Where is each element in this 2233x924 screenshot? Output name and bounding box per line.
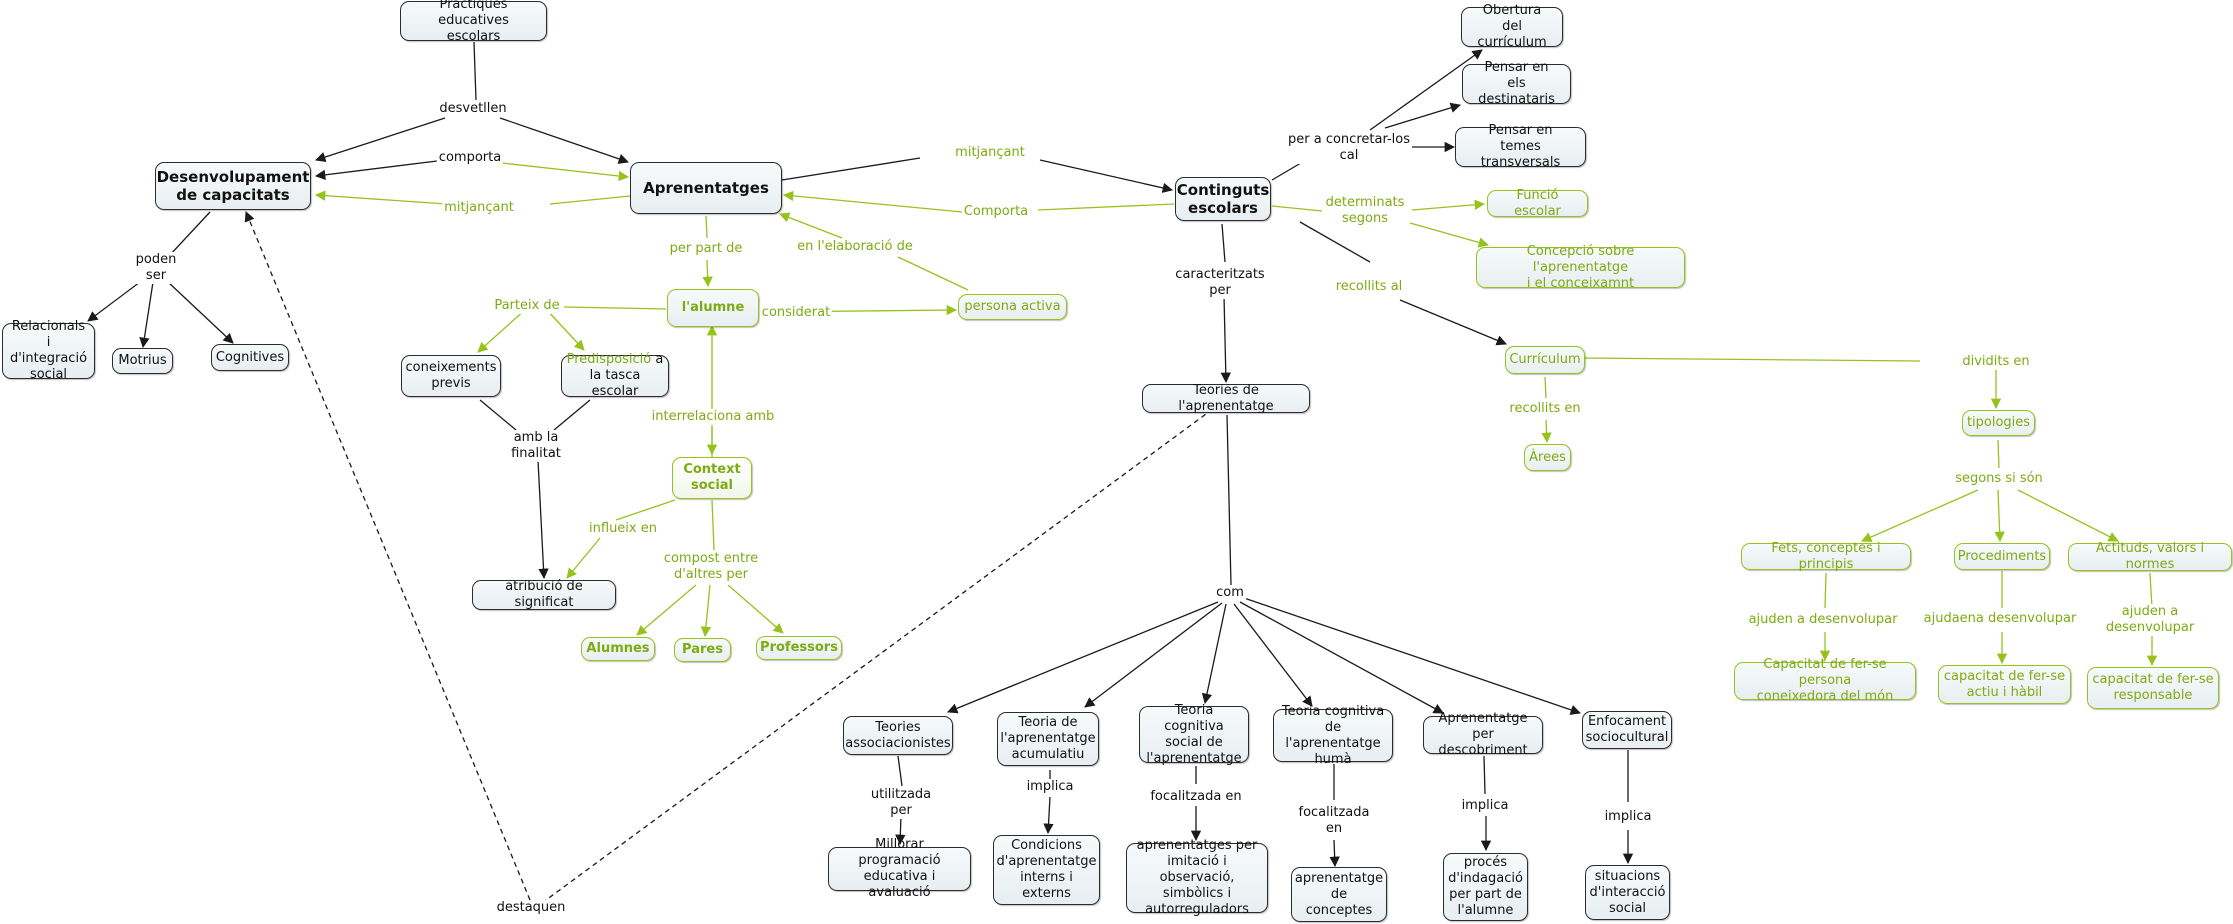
label-determinats-segons: determinats segons: [1323, 195, 1407, 227]
label-dividits-en: dividits en: [1960, 354, 2032, 370]
label-implica-3: implica: [1602, 809, 1654, 825]
node-procediments[interactable]: Procediments: [1954, 543, 2050, 570]
label-recollits-en: recollits en: [1507, 401, 1583, 417]
predisposicio-rest: a la tasca escolar: [589, 352, 664, 399]
node-practiques-educatives[interactable]: Pràctiques educatives escolars: [400, 0, 547, 44]
node-situacions-interaccio[interactable]: situacions d'interacció social: [1585, 865, 1670, 920]
label-ajuden-2: ajuden a desenvolupar: [2103, 604, 2197, 636]
node-pensar-temes-transversals[interactable]: Pensar en temes transversals: [1455, 123, 1586, 170]
node-capacitat-actiu[interactable]: capacitat de fer-se actiu i hàbil: [1938, 665, 2071, 704]
label-focalitzada-en-2: focalitzada en: [1296, 805, 1372, 837]
node-aprenentatges-imitacio[interactable]: aprenentatges per imitació i observació,…: [1126, 838, 1268, 917]
node-teories-associacionistes[interactable]: Teories associacionistes: [843, 716, 953, 755]
label-utilitzada-per: utilitzada per: [868, 787, 934, 819]
label-caracteritzats-per: caracteritzats per: [1173, 267, 1267, 299]
label-comporta-green: Comporta: [961, 204, 1031, 220]
node-obertura-curriculum[interactable]: Obertura del currículum: [1461, 3, 1563, 50]
node-aprenentatge-conceptes[interactable]: aprenentatge de conceptes: [1291, 867, 1387, 922]
predisposicio-word: Predisposició: [566, 352, 652, 367]
node-pensar-destinataris[interactable]: Pensar en els destinataris: [1462, 60, 1571, 107]
node-millorar-programacio[interactable]: Millorar programació educativa i avaluac…: [828, 837, 971, 900]
label-recollits-al: recollits al: [1333, 279, 1405, 295]
node-fets-conceptes[interactable]: Fets, conceptes i principis: [1741, 541, 1911, 572]
node-curriculum[interactable]: Currículum: [1505, 346, 1585, 374]
label-per-concretar: per a concretar-los cal: [1286, 132, 1412, 164]
label-compost-entre: compost entre d'altres per: [661, 551, 761, 583]
label-poden-ser: poden ser: [133, 252, 179, 284]
label-per-part-de: per part de: [667, 241, 745, 257]
label-comporta: comporta: [436, 150, 504, 166]
node-relacionals[interactable]: Relacionals i d'integració social: [2, 319, 95, 382]
node-motrius[interactable]: Motrius: [112, 348, 173, 374]
label-implica-2: implica: [1459, 798, 1511, 814]
label-influeix-en: influeix en: [587, 521, 659, 537]
label-mitjancant-green: mitjançant: [442, 200, 516, 216]
node-cognitives[interactable]: Cognitives: [211, 344, 289, 371]
node-continguts-escolars[interactable]: Continguts escolars: [1175, 177, 1271, 221]
node-arees[interactable]: Àrees: [1524, 444, 1571, 471]
label-com: com: [1214, 585, 1246, 601]
node-predisposicio[interactable]: Predisposició a la tasca escolar: [561, 352, 669, 399]
node-capacitat-responsable[interactable]: capacitat de fer-se responsable: [2087, 667, 2219, 709]
node-persona-activa[interactable]: persona activa: [958, 294, 1067, 320]
node-atribucio-significat[interactable]: atribució de significat: [472, 579, 616, 610]
node-tipologies[interactable]: tipologies: [1962, 410, 2035, 436]
label-ajuden-1: ajuden a desenvolupar: [1746, 612, 1900, 628]
node-proces-indagacio[interactable]: procés d'indagació per part de l'alumne: [1443, 853, 1528, 921]
label-destaquen: destaquen: [494, 900, 568, 916]
node-alumne[interactable]: l'alumne: [667, 289, 759, 327]
node-professors[interactable]: Professors: [756, 636, 842, 660]
node-condicions-aprenentatge[interactable]: Condicions d'aprenentatge interns i exte…: [993, 835, 1100, 905]
node-aprenentatges[interactable]: Aprenentatges: [630, 162, 782, 214]
label-en-elaboracio: en l'elaboració de: [795, 239, 915, 255]
label-focalitzada-en-1: focalitzada en: [1148, 789, 1244, 805]
label-interrelaciona-amb: interrelaciona amb: [649, 409, 777, 425]
node-coneixements-previs[interactable]: coneixements previs: [401, 355, 501, 397]
node-teoria-cognitiva-huma[interactable]: Teoria cognitiva de l'aprenentatge humà: [1273, 704, 1393, 767]
node-teoria-acumulatiu[interactable]: Teoria de l'aprenentatge acumulatiu: [997, 712, 1099, 766]
node-pares[interactable]: Pares: [674, 638, 731, 662]
label-ajudaena: ajudaena desenvolupar: [1921, 611, 2079, 627]
node-enfocament-sociocultural[interactable]: Enfocament sociocultural: [1582, 711, 1672, 749]
label-amb-finalitat: amb la finalitat: [509, 430, 563, 462]
label-mitjancant: mitjançant: [953, 145, 1027, 161]
node-funcio-escolar[interactable]: Funció escolar: [1487, 188, 1588, 219]
node-desenvolupament-capacitats[interactable]: Desenvolupament de capacitats: [155, 162, 311, 210]
label-implica-1: implica: [1024, 779, 1076, 795]
label-desvetllen: desvetllen: [437, 101, 509, 117]
node-concepcio-aprenentatge[interactable]: Concepció sobre l'aprenentatge i el conc…: [1476, 244, 1685, 291]
node-context-social[interactable]: Context social: [672, 457, 752, 499]
node-teoria-cognitiva-social[interactable]: Teoria cognitiva social de l'aprenentatg…: [1139, 703, 1249, 766]
label-segons-si-son: segons si són: [1953, 471, 2045, 487]
node-aprenentatge-descobriment[interactable]: Aprenentatge per descobriment: [1423, 711, 1543, 758]
node-actituds-valors[interactable]: Actituds, valors i normes: [2068, 541, 2232, 572]
node-capacitat-persona[interactable]: Capacitat de fer-se persona coneixedora …: [1734, 657, 1916, 704]
label-parteix-de: Parteix de: [492, 298, 562, 314]
node-alumnes[interactable]: Alumnes: [581, 637, 655, 661]
node-teories-aprenentatge[interactable]: Teories de l'aprenentatge: [1142, 383, 1310, 414]
label-considerat: considerat: [759, 305, 833, 321]
